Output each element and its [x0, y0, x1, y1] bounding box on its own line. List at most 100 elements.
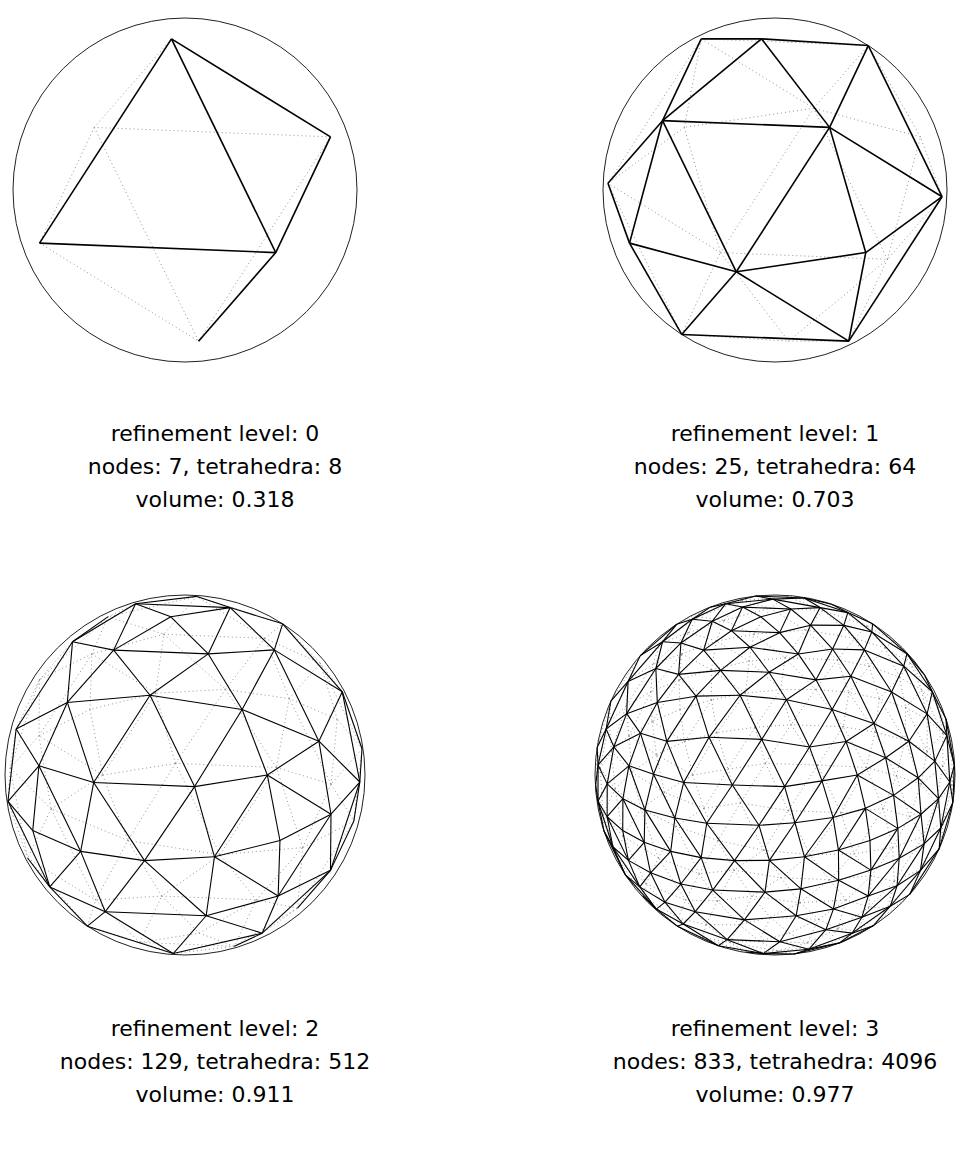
hidden-mesh-edge	[789, 259, 888, 341]
hidden-mesh-edge	[651, 654, 682, 692]
visible-mesh-edge	[873, 906, 890, 926]
visible-mesh-edge	[656, 668, 679, 674]
visible-mesh-edge	[804, 817, 833, 856]
visible-mesh-edge	[208, 654, 242, 710]
visible-mesh-edge	[701, 38, 761, 40]
visible-mesh-edge	[763, 949, 809, 953]
visible-mesh-edge	[671, 851, 681, 884]
hidden-mesh-edge	[656, 742, 684, 755]
visible-mesh-edge	[865, 808, 897, 828]
visible-mesh-edge	[713, 890, 765, 892]
visible-mesh-edge	[242, 650, 274, 710]
visible-mesh-edge	[707, 785, 733, 823]
visible-mesh-edge	[761, 39, 829, 128]
visible-mesh-edge	[727, 920, 744, 940]
hidden-mesh-edge	[646, 884, 685, 900]
visible-mesh-edge	[811, 608, 821, 626]
visible-mesh-edge	[267, 775, 331, 814]
visible-mesh-edge	[262, 870, 330, 933]
visible-mesh-edge	[953, 765, 954, 802]
visible-mesh-edge	[886, 758, 919, 778]
visible-mesh-edge	[199, 253, 276, 342]
visible-mesh-edge	[667, 696, 696, 741]
hidden-mesh-edge	[734, 870, 781, 878]
visible-mesh-edge	[679, 674, 696, 696]
visible-mesh-edge	[171, 608, 230, 617]
visible-mesh-edge	[734, 825, 759, 860]
visible-mesh-edge	[665, 884, 681, 902]
visible-mesh-edge	[833, 649, 851, 676]
visible-mesh-edge	[795, 817, 833, 822]
visible-mesh-edge	[136, 596, 197, 603]
visible-mesh-edge	[892, 666, 904, 692]
hidden-mesh-edge	[660, 617, 698, 644]
hidden-mesh-edge	[609, 706, 626, 722]
visible-mesh-edge	[839, 880, 868, 896]
visible-mesh-edge	[667, 737, 709, 741]
visible-mesh-edge	[8, 729, 16, 801]
visible-mesh-edge	[704, 631, 732, 650]
hidden-mesh-edge	[740, 803, 763, 850]
hidden-mesh-edge	[651, 664, 653, 691]
visible-mesh-edge	[769, 672, 786, 700]
visible-mesh-edge	[804, 598, 848, 613]
hidden-mesh-edge	[816, 689, 844, 726]
hidden-mesh-edge	[40, 654, 92, 680]
hidden-mesh-edge	[701, 39, 813, 108]
visible-mesh-edge	[33, 831, 81, 852]
visible-mesh-edge	[267, 741, 319, 775]
visible-mesh-edge	[105, 912, 206, 916]
visible-mesh-edge	[894, 778, 919, 796]
hidden-mesh-edge	[755, 690, 781, 728]
visible-mesh-edge	[925, 675, 933, 692]
visible-mesh-edge	[857, 775, 865, 808]
visible-mesh-edge	[892, 692, 909, 741]
visible-mesh-edge	[628, 842, 644, 860]
hidden-mesh-edge	[814, 108, 888, 259]
visible-mesh-edge	[871, 624, 873, 632]
visible-mesh-edge	[810, 709, 833, 747]
visible-mesh-edge	[81, 851, 145, 860]
hidden-mesh-edge	[331, 784, 354, 821]
visible-mesh-edge	[849, 197, 942, 341]
visible-mesh-edge	[844, 625, 865, 650]
visible-mesh-edge	[732, 739, 761, 785]
visible-mesh-edge	[727, 940, 780, 942]
visible-mesh-edge	[750, 633, 780, 648]
visible-mesh-edge	[677, 924, 683, 926]
caption-line: nodes: 25, tetrahedra: 64	[634, 453, 916, 481]
visible-mesh-edge	[910, 849, 939, 895]
visible-mesh-edge	[136, 604, 231, 608]
visible-mesh-edge	[644, 810, 646, 842]
visible-mesh-edge	[791, 609, 811, 625]
visible-mesh-edge	[627, 681, 628, 713]
visible-mesh-edge	[597, 729, 606, 748]
visible-mesh-edge	[761, 39, 868, 46]
visible-mesh-edge	[945, 719, 947, 736]
visible-mesh-edge	[765, 889, 801, 892]
visible-mesh-edge	[833, 817, 838, 850]
visible-mesh-edge	[40, 243, 276, 252]
visible-mesh-edge	[214, 775, 267, 857]
hidden-mesh-edge	[276, 767, 331, 784]
visible-mesh-edge	[598, 801, 613, 846]
hidden-mesh-edge	[885, 648, 899, 677]
hidden-mesh-edge	[734, 870, 752, 896]
visible-mesh-edge	[114, 650, 150, 695]
visible-mesh-edge	[675, 818, 707, 823]
visible-mesh-edge	[206, 896, 278, 916]
hidden-mesh-edge	[40, 127, 95, 243]
visible-mesh-edge	[625, 875, 656, 909]
visible-mesh-edge	[641, 733, 667, 741]
hidden-mesh-edge	[96, 896, 162, 900]
visible-mesh-edge	[721, 647, 750, 670]
visible-mesh-edge	[663, 39, 702, 121]
hidden-mesh-edge	[867, 624, 873, 626]
visible-mesh-edge	[864, 632, 871, 650]
hidden-mesh-edge	[728, 727, 755, 769]
hidden-mesh-edge	[800, 903, 819, 920]
caption-line: nodes: 7, tetrahedra: 8	[88, 453, 342, 481]
visible-mesh-edge	[656, 909, 677, 926]
visible-mesh-edge	[640, 624, 677, 655]
